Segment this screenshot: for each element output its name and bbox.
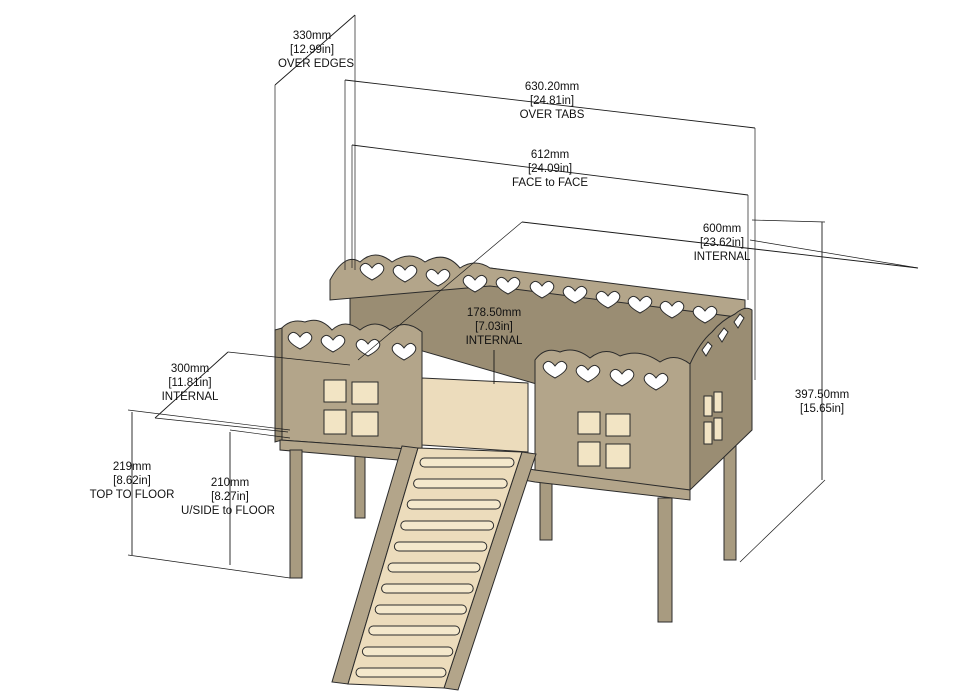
right-panel-window bbox=[577, 411, 631, 469]
dim-over-edges: 330mm [12.99in] OVER EDGES bbox=[274, 14, 356, 330]
dim-face-to-face-mm: 612mm bbox=[531, 149, 569, 161]
leg-back-mid bbox=[539, 479, 553, 541]
dim-internal-height-note: INTERNAL bbox=[466, 335, 523, 347]
right-side-hearts bbox=[701, 313, 745, 357]
ramp-rung bbox=[361, 646, 454, 657]
ramp-rung bbox=[400, 520, 495, 531]
dim-internal-length-in: [23.62in] bbox=[700, 237, 744, 249]
ramp-rung bbox=[355, 667, 447, 678]
dim-top-to-floor-in: [8.62in] bbox=[113, 475, 151, 487]
dim-over-tabs: 630.20mm [24.81in] OVER TABS bbox=[344, 79, 756, 380]
dim-face-to-face-note: FACE to FACE bbox=[512, 177, 588, 189]
ramp-rung bbox=[419, 457, 515, 468]
dim-internal-width: 300mm [11.81in] INTERNAL bbox=[154, 351, 351, 433]
ramp-rungs bbox=[355, 457, 515, 678]
left-end-panel bbox=[279, 319, 423, 451]
dim-internal-height: 178.50mm [7.03in] INTERNAL bbox=[466, 307, 523, 384]
ramp-rung bbox=[387, 562, 481, 573]
dim-internal-height-in: [7.03in] bbox=[475, 321, 513, 333]
dim-over-edges-mm: 330mm bbox=[293, 30, 331, 42]
dim-internal-length-mm: 600mm bbox=[703, 223, 741, 235]
dim-top-to-floor-note: TOP TO FLOOR bbox=[90, 489, 175, 501]
ramp-rung bbox=[374, 604, 467, 615]
ramp-rung bbox=[381, 583, 474, 594]
leg-front-right bbox=[657, 497, 673, 623]
dim-total-height-in: [15.65in] bbox=[800, 403, 844, 415]
leg-front-left bbox=[289, 449, 303, 579]
leg-back-left bbox=[354, 449, 366, 519]
left-panel-side-strip bbox=[274, 327, 283, 443]
ramp-rung bbox=[413, 478, 508, 489]
dim-over-tabs-in: [24.81in] bbox=[530, 95, 574, 107]
dim-total-height: 397.50mm [15.65in] bbox=[739, 219, 849, 563]
dim-total-height-mm: 397.50mm bbox=[795, 389, 849, 401]
dim-underside-to-floor-note: U/SIDE to FLOOR bbox=[181, 505, 275, 517]
ramp bbox=[331, 445, 537, 691]
dim-underside-to-floor: 210mm [8.27in] U/SIDE to FLOOR bbox=[181, 429, 291, 565]
dim-over-edges-note: OVER EDGES bbox=[278, 58, 354, 70]
dim-internal-width-mm: 300mm bbox=[171, 363, 209, 375]
ramp-rung bbox=[393, 541, 488, 552]
dim-internal-width-in: [11.81in] bbox=[168, 377, 211, 389]
dim-face-to-face-in: [24.09in] bbox=[528, 163, 572, 175]
interior-floor bbox=[421, 377, 529, 453]
right-panel-hearts bbox=[542, 360, 669, 391]
dim-face-to-face: 612mm [24.09in] FACE to FACE bbox=[351, 144, 749, 300]
dimension-annotations: 330mm [12.99in] OVER EDGES 630.20mm [24.… bbox=[90, 14, 919, 579]
dim-underside-to-floor-in: [8.27in] bbox=[211, 491, 249, 503]
dim-top-to-floor-mm: 219mm bbox=[113, 461, 151, 473]
dim-top-to-floor: 219mm [8.62in] TOP TO FLOOR bbox=[90, 409, 291, 579]
ramp-rung bbox=[368, 625, 461, 636]
dim-underside-to-floor-mm: 210mm bbox=[211, 477, 249, 489]
dim-over-tabs-note: OVER TABS bbox=[520, 109, 585, 121]
left-panel-window bbox=[323, 379, 379, 437]
dim-internal-height-mm: 178.50mm bbox=[467, 307, 521, 319]
dim-internal-width-note: INTERNAL bbox=[162, 391, 219, 403]
back-wall-hearts bbox=[359, 262, 718, 324]
leg-back-right bbox=[723, 439, 737, 561]
left-panel-hearts bbox=[287, 331, 417, 361]
dim-internal-length-note: INTERNAL bbox=[694, 251, 751, 263]
hamster-house-model bbox=[274, 254, 753, 691]
dim-over-edges-in: [12.99in] bbox=[290, 44, 334, 56]
right-side-window bbox=[703, 391, 723, 445]
dim-over-tabs-mm: 630.20mm bbox=[525, 81, 579, 93]
dim-internal-length: 600mm [23.62in] INTERNAL bbox=[357, 221, 919, 361]
ramp-rung bbox=[406, 499, 501, 510]
